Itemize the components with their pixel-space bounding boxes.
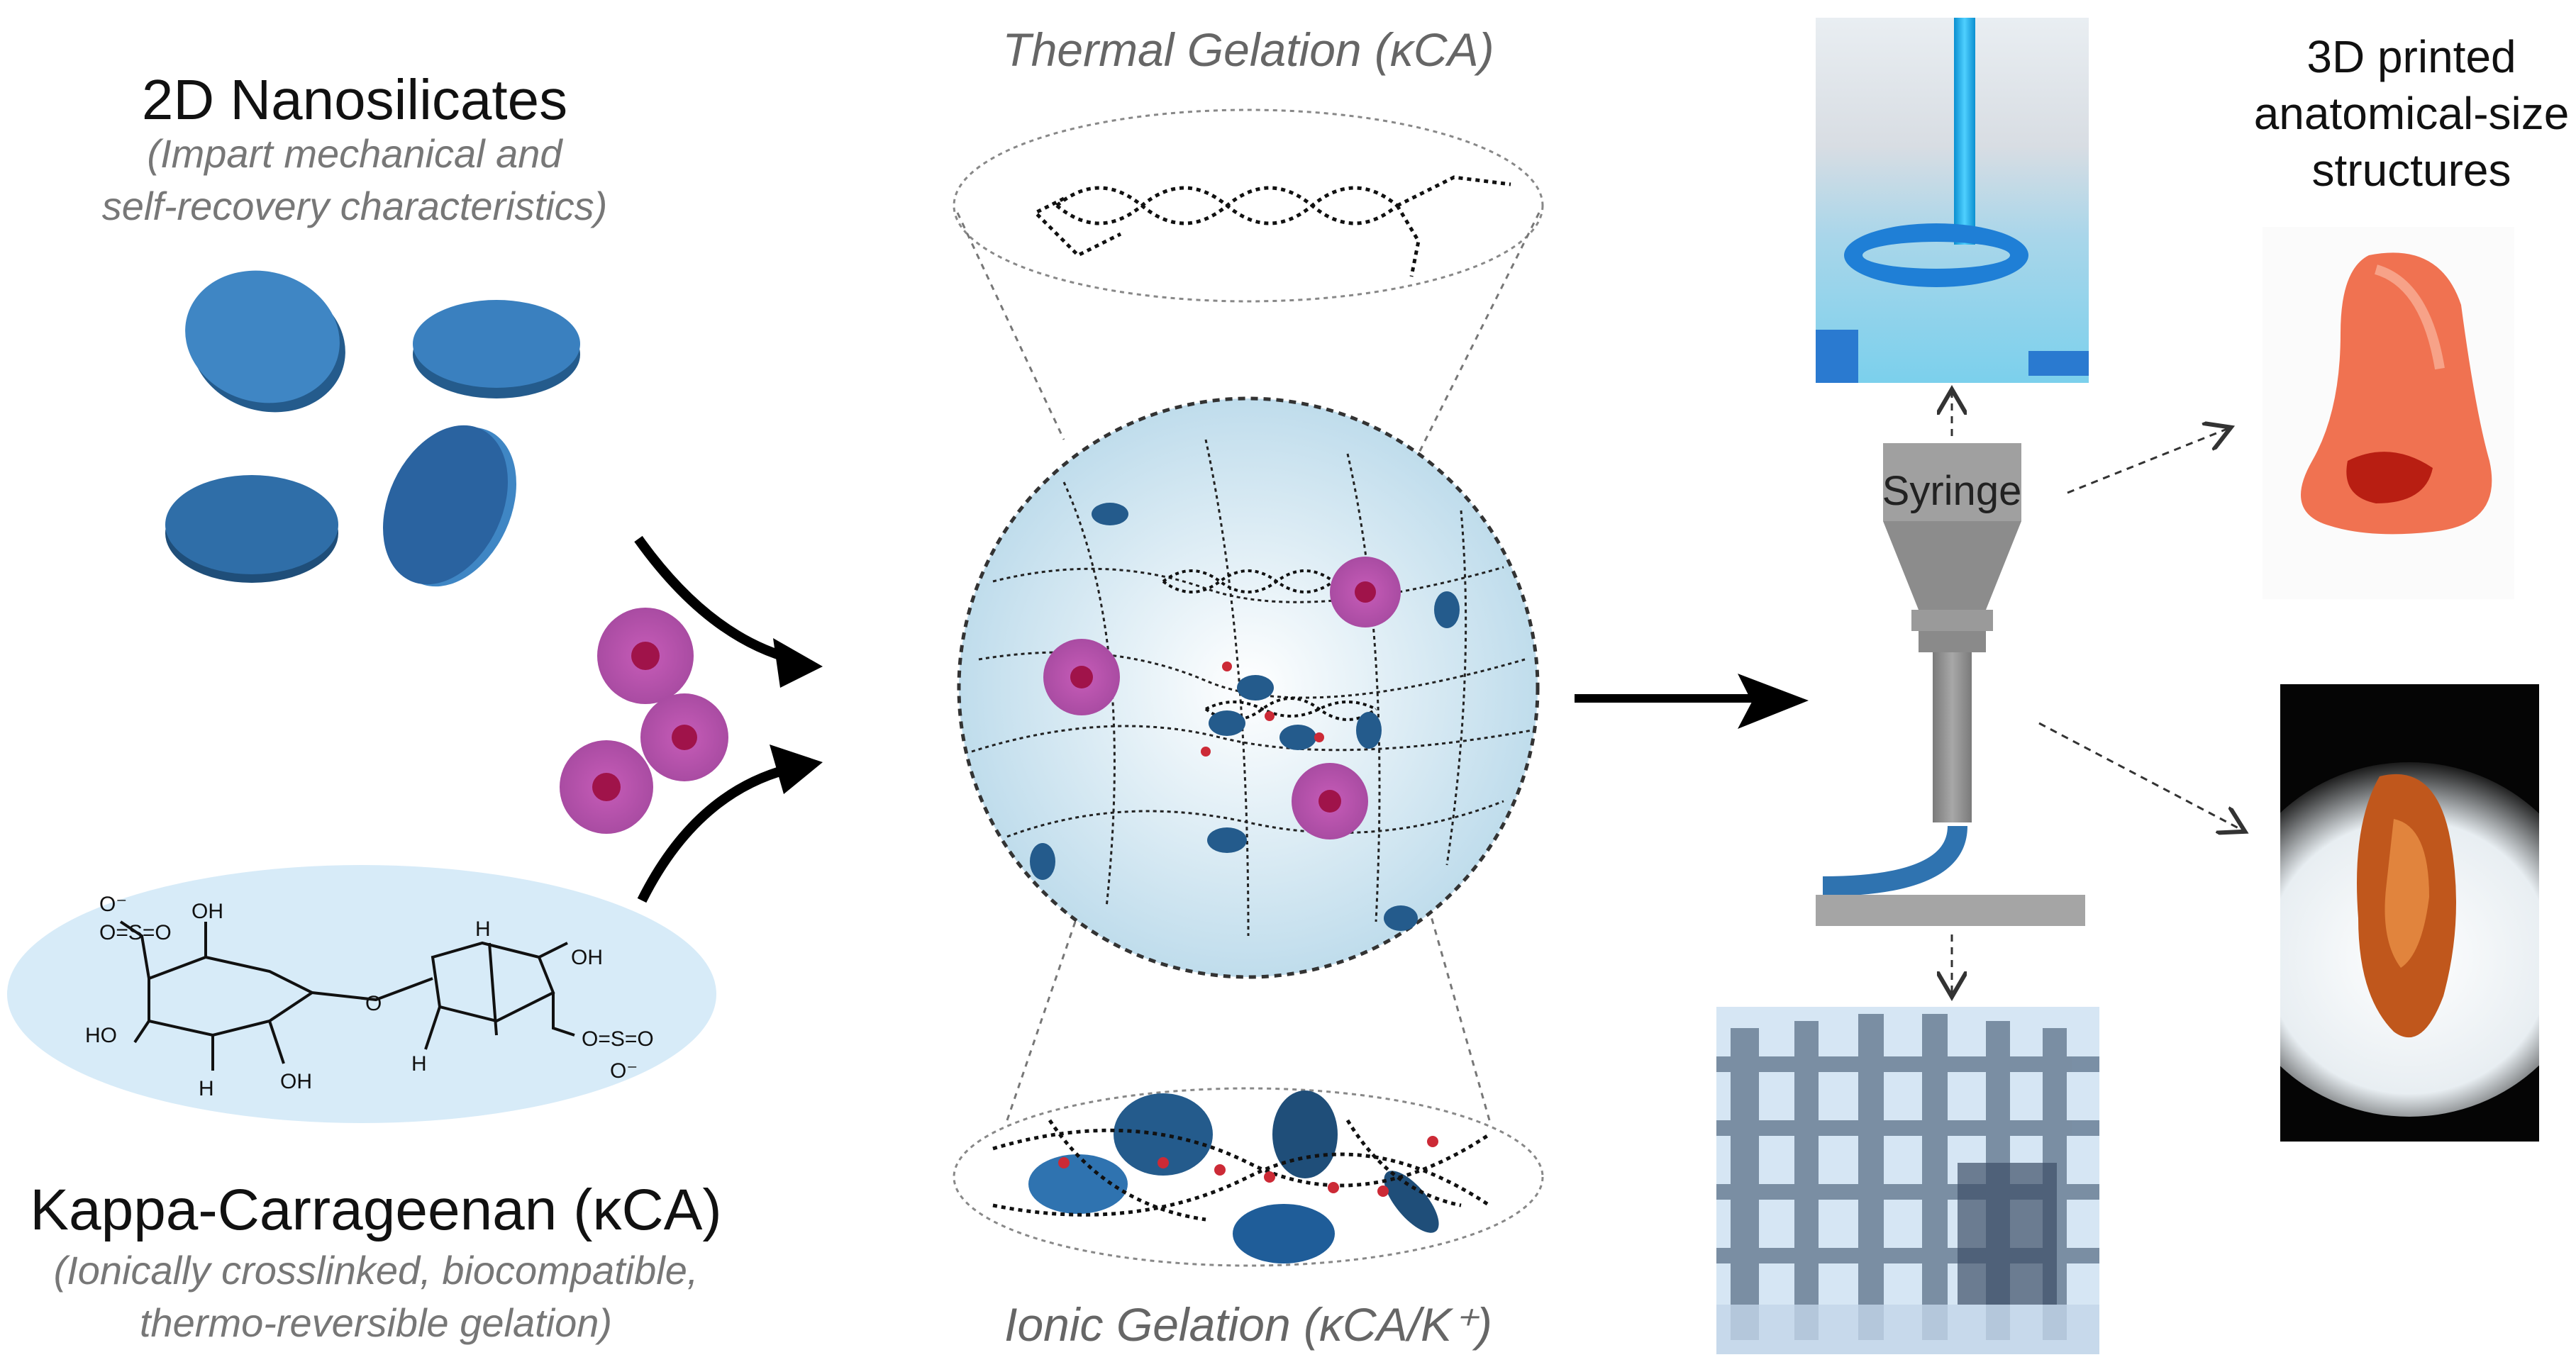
thermal-gelation-ellipse	[953, 108, 1544, 303]
printing-photo	[1816, 18, 2089, 383]
printed-title-line1: 3D printed	[2306, 31, 2516, 82]
h-label-2: H	[475, 917, 491, 941]
syringe-output-arrows	[1952, 394, 2241, 993]
printing-nozzle	[1954, 18, 1975, 245]
nose-shape	[2301, 252, 2492, 535]
oh-label-1: OH	[191, 900, 223, 923]
center-to-syringe-arrow	[1575, 674, 1809, 729]
printed-ear-photo	[2280, 684, 2539, 1142]
nanosilicates-subtitle: (Impart mechanical and self-recovery cha…	[50, 128, 660, 233]
cell-group	[560, 608, 728, 834]
network-cells	[1043, 557, 1401, 839]
nanosilicates-title: 2D Nanosilicates	[141, 68, 568, 131]
nanosilicates-subtitle-line2: self-recovery characteristics)	[101, 184, 608, 228]
lattice-micrograph	[1716, 1007, 2099, 1354]
cell-2	[640, 693, 728, 781]
print-bed	[1816, 895, 2085, 926]
printed-structures-title: 3D printed anatomical-size structures	[2252, 28, 2571, 199]
printed-strip-left	[1816, 330, 1858, 383]
input-arrows	[634, 535, 823, 903]
network-strands	[971, 439, 1533, 937]
kappa-subtitle-line2: thermo-reversible gelation)	[139, 1300, 613, 1345]
ionic-gelation-ellipse	[953, 1087, 1544, 1267]
arrow-to-nose	[2067, 429, 2227, 494]
arrow-head-2	[770, 744, 823, 794]
oh-label-3: OH	[571, 946, 603, 969]
so3-label-2: O=S=O	[582, 1027, 654, 1051]
lattice-pattern	[1716, 1007, 2099, 1354]
ionic-discs	[1028, 1090, 1439, 1263]
printed-title-line2: anatomical-size	[2253, 88, 2570, 139]
thermal-gelation-label: Thermal Gelation (κCA)	[1002, 23, 1494, 76]
nanodisc-4	[383, 425, 516, 587]
arrow-to-ear	[2038, 722, 2241, 830]
molecule-background	[7, 865, 716, 1123]
network-nanodiscs	[1030, 503, 1460, 931]
network-ions	[1201, 662, 1324, 757]
oh-label-2: OH	[280, 1070, 312, 1093]
kappa-subtitle: (Ionically crosslinked, biocompatible, t…	[14, 1244, 738, 1349]
printed-strip-right	[2028, 351, 2089, 376]
nanosilicates-subtitle-line1: (Impart mechanical and	[147, 131, 562, 176]
ho-label-1: HO	[85, 1024, 117, 1047]
nanodisc-3	[165, 475, 338, 583]
h-label-3: H	[411, 1052, 427, 1076]
nanodisc-1	[185, 270, 345, 413]
so3-label: O=S=O	[99, 921, 172, 944]
kappa-subtitle-line1: (Ionically crosslinked, biocompatible,	[53, 1248, 699, 1293]
syringe-cone	[1883, 521, 2021, 610]
cell-1	[597, 608, 694, 704]
kappa-title: Kappa-Carrageenan (κCA)	[30, 1178, 722, 1242]
syringe-barrel	[1883, 443, 2021, 521]
nanodisc-2	[413, 300, 580, 398]
arrow-head-1	[773, 638, 823, 688]
ionic-ions	[1058, 1136, 1438, 1197]
cell-3	[560, 740, 653, 834]
syringe	[1816, 443, 2085, 926]
extruded-filament	[1822, 825, 1967, 896]
h-label-1: H	[199, 1077, 214, 1100]
ear-shape	[2280, 762, 2539, 1117]
o-minus-label: O⁻	[610, 1059, 638, 1083]
syringe-needle	[1933, 652, 1972, 822]
so3-top-label: O⁻	[99, 893, 127, 916]
thermal-helix	[1032, 175, 1511, 277]
syringe-label: Syringe	[1882, 468, 2022, 514]
o-label-1: O	[365, 992, 382, 1015]
molecule-labels: O⁻ O=S=O OH HO H OH O H OH O=S=O O⁻ H	[85, 893, 654, 1100]
printed-nose-photo	[2263, 227, 2514, 599]
kappa-carrageenan-structure	[119, 920, 575, 1071]
nanodisc-group	[165, 270, 580, 587]
ionic-strands	[992, 1119, 1491, 1222]
printed-title-line3: structures	[2311, 145, 2511, 196]
printed-ring	[1844, 223, 2028, 287]
ionic-gelation-label: Ionic Gelation (κCA/K⁺)	[1004, 1298, 1492, 1351]
